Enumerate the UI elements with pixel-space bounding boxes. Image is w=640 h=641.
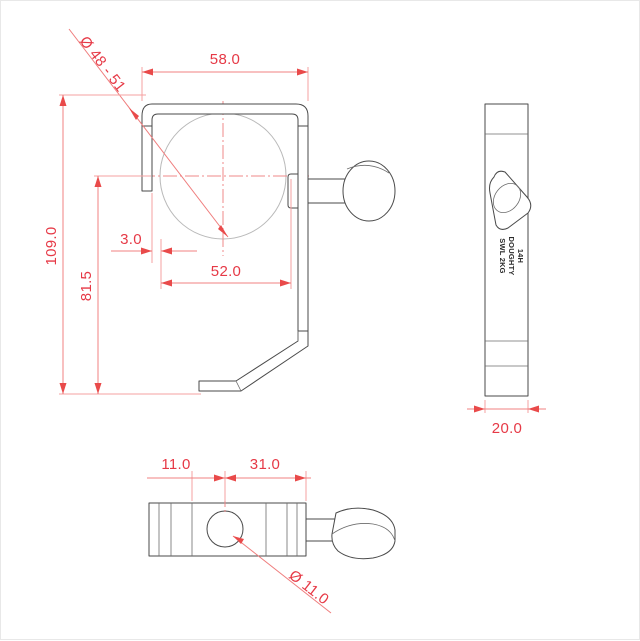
clamp-hook-foot <box>198 330 309 392</box>
dim-81-arrow-bottom <box>94 383 102 394</box>
dim-52-arrow-left <box>161 279 172 287</box>
dim-top-width: 58.0 <box>210 51 240 68</box>
side-knob-ellipse <box>492 182 522 214</box>
pipe-diameter-arrowhead-upper <box>129 108 139 120</box>
dim-109-arrow-top <box>59 95 67 106</box>
side-body-outline <box>484 103 529 397</box>
plan-knob-body <box>331 507 396 560</box>
dim-20-arrow-right <box>528 405 539 413</box>
engrave-line-model: 14H <box>516 249 525 263</box>
dim-11-arrow <box>214 474 225 482</box>
side-view-dimensions: 20.0 <box>467 400 546 437</box>
plan-knob-top-edge <box>331 523 396 542</box>
hook-bend-line-lower <box>235 380 242 392</box>
latch-tab <box>287 173 299 209</box>
thumbscrew-shaft <box>307 178 349 204</box>
thumbscrew-knob-highlight <box>346 164 390 174</box>
thumbscrew-knob <box>342 160 396 222</box>
clamp-right-rail <box>297 125 309 332</box>
dim-31-arrow-right <box>295 474 306 482</box>
dim-overall-height: 109.0 <box>43 226 60 265</box>
dim-gap: 3.0 <box>120 231 142 248</box>
hole-diameter-arrowhead <box>233 536 244 544</box>
dim-58-arrow-left <box>142 68 153 76</box>
front-view-dimensions: Ø 48 - 51 58.0 109.0 81.5 <box>43 28 309 395</box>
dim-thickness: 20.0 <box>492 420 522 437</box>
dim-pipe-diameter: Ø 48 - 51 <box>76 33 129 95</box>
dim-3-arrow-right <box>161 247 172 255</box>
side-elevation-view: 14H DOUGHTY SWL 2KG <box>484 103 532 397</box>
dim-52-arrow-right <box>280 279 291 287</box>
dim-31-arrow-left <box>225 474 236 482</box>
plan-view <box>148 471 396 560</box>
hole-diameter-leader-line <box>232 535 332 614</box>
dim-bore-width: 52.0 <box>211 263 241 280</box>
dim-right-segment: 31.0 <box>250 456 280 473</box>
pipe-diameter-arrowhead-lower <box>218 225 228 237</box>
front-elevation-view <box>141 101 396 392</box>
clamp-left-leg <box>141 125 153 192</box>
dim-inner-height: 81.5 <box>78 271 95 301</box>
dim-58-arrow-right <box>297 68 308 76</box>
dim-hole-diameter: Ø 11.0 <box>286 567 332 609</box>
dim-81-arrow-top <box>94 176 102 187</box>
side-knob-profile <box>489 170 532 230</box>
engrave-line-swl: SWL 2KG <box>498 238 507 273</box>
clamp-top-rail <box>141 103 309 127</box>
dim-109-arrow-bottom <box>59 383 67 394</box>
dim-20-arrow-left <box>474 405 485 413</box>
pipe-diameter-leader-line <box>68 28 229 238</box>
side-engraving-block: 14H DOUGHTY SWL 2KG <box>498 237 525 276</box>
dim-left-segment: 11.0 <box>161 456 190 473</box>
engrave-line-brand: DOUGHTY <box>507 237 516 276</box>
dim-3-arrow-left <box>141 247 152 255</box>
